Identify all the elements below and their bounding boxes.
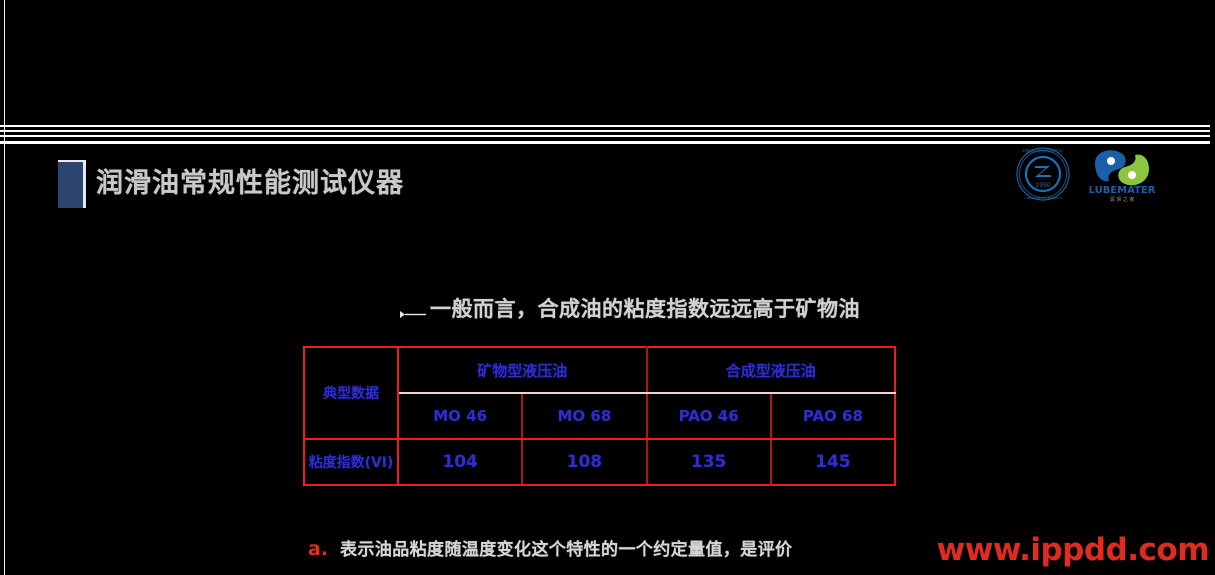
title-bullet-block	[58, 160, 86, 208]
cell-vi-pao46: 135	[645, 438, 772, 486]
table-row: 典型数据 矿物型液压油 合成型液压油	[303, 346, 896, 440]
site-watermark: www.ippdd.com	[936, 532, 1210, 568]
logo-group: 1950 中国石油大学润滑油研究中心 LUBRICATING OIL RESEA…	[1015, 145, 1157, 203]
viscosity-index-table: 典型数据 矿物型液压油 合成型液压油 MO 46 MO 68 PAO 46 PA…	[303, 346, 897, 486]
header-separator-band	[0, 122, 1215, 144]
svg-text:LUBRICATING OIL RESEARCH: LUBRICATING OIL RESEARCH	[1024, 196, 1061, 200]
cell-product-pao68: PAO 68	[769, 392, 897, 440]
university-seal-icon: 1950 中国石油大学润滑油研究中心 LUBRICATING OIL RESEA…	[1015, 146, 1071, 202]
cell-product-mo68: MO 68	[521, 392, 648, 440]
cell-vi-mo68: 108	[521, 438, 648, 486]
separator-tick-mark	[0, 123, 8, 144]
separator-line-1	[7, 125, 1210, 127]
slide-title-row: 润滑油常规性能测试仪器	[58, 160, 404, 208]
svg-text:润 滑 之 家: 润 滑 之 家	[1110, 196, 1135, 203]
cell-group-header-mineral: 矿物型液压油	[397, 346, 648, 394]
cell-product-mo46: MO 46	[396, 392, 524, 440]
cell-row-label-viscosity-index: 粘度指数(VI)	[303, 438, 399, 486]
footnote-text: 表示油品粘度随温度变化这个特性的一个约定量值，是评价	[340, 540, 793, 560]
cell-product-pao46: PAO 46	[645, 392, 772, 440]
svg-text:1950: 1950	[1035, 182, 1050, 189]
svg-text:中国石油大学润滑油研究中心: 中国石油大学润滑油研究中心	[1022, 148, 1064, 153]
cell-row-label-typical-data: 典型数据	[303, 346, 399, 440]
lubemater-logo-icon: LUBEMATER 润 滑 之 家	[1087, 145, 1157, 203]
separator-line-4	[7, 141, 1210, 144]
arrow-bullet-icon	[400, 304, 426, 318]
separator-line-2	[7, 130, 1210, 132]
table-row: MO 46 MO 68 PAO 46 PAO 68	[304, 392, 897, 440]
page-title: 润滑油常规性能测试仪器	[96, 168, 404, 200]
svg-text:LUBEMATER: LUBEMATER	[1089, 185, 1156, 196]
cell-group-header-synthetic: 合成型液压油	[645, 346, 896, 394]
lead-statement-row: 一般而言，合成油的粘度指数远远高于矿物油	[400, 293, 860, 323]
footnote-row: a. 表示油品粘度随温度变化这个特性的一个约定量值，是评价	[308, 535, 792, 560]
footnote-marker: a.	[308, 538, 329, 560]
cell-vi-pao68: 145	[769, 438, 897, 486]
separator-line-3	[7, 135, 1210, 137]
table-row: 粘度指数(VI) 104 108 135 145	[303, 438, 897, 486]
cell-vi-mo46: 104	[396, 438, 524, 486]
left-edge-rule	[4, 0, 5, 575]
lead-statement-text: 一般而言，合成油的粘度指数远远高于矿物油	[430, 297, 860, 321]
